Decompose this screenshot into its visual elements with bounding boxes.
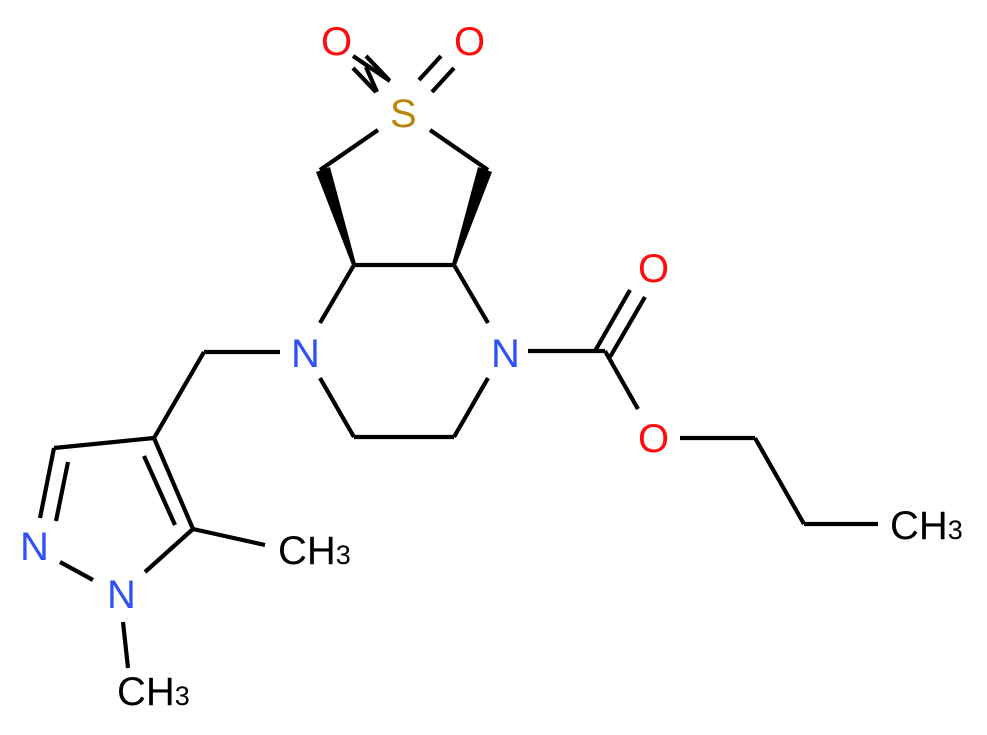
bond-c4-c3 bbox=[53, 435, 155, 451]
atom-o-sulfonyl-right: O bbox=[454, 20, 485, 64]
wedge-bond-left bbox=[316, 167, 356, 265]
bond-s-o-right-a bbox=[417, 54, 443, 82]
bond-c5-n1 bbox=[143, 527, 195, 574]
bond-ch2-ch2-propyl bbox=[753, 436, 806, 526]
atom-n-ring-left: N bbox=[291, 332, 320, 376]
atom-o-ester: O bbox=[638, 417, 669, 461]
bond-c-n-right bbox=[452, 263, 490, 325]
atom-o-sulfonyl-left: O bbox=[321, 20, 352, 64]
bond-s-o-left-b bbox=[351, 66, 378, 94]
atom-ch3-n1: CH3 bbox=[117, 670, 190, 714]
bond-s-o-left-a bbox=[364, 54, 391, 82]
bond-c-o-single bbox=[603, 349, 640, 411]
atom-n-pyrazole-1: N bbox=[107, 573, 136, 617]
atom-n-ring-right: N bbox=[491, 332, 520, 376]
bond-c4-c5-b bbox=[142, 455, 177, 526]
bond-c3-n2-a bbox=[37, 447, 57, 519]
atom-ch3-propyl: CH3 bbox=[890, 504, 963, 548]
atom-n-pyrazole-2: N bbox=[20, 525, 49, 569]
bond-n1-ch3 bbox=[120, 621, 131, 669]
atom-o-carbonyl: O bbox=[638, 247, 669, 291]
bond-c3-n2-b bbox=[53, 461, 71, 522]
bond-s-ch2-left bbox=[318, 128, 380, 172]
wedge-bond-right bbox=[452, 167, 492, 265]
bond-n-ch2-right bbox=[452, 376, 490, 439]
atom-s-sulfone: S bbox=[390, 92, 417, 136]
bond-n-ch2-left bbox=[318, 376, 356, 439]
bond-s-ch2-right bbox=[428, 128, 490, 172]
bond-c4-c5-a bbox=[152, 437, 195, 530]
bond-n2-n1 bbox=[58, 560, 95, 582]
bond-c-n-left bbox=[318, 263, 356, 325]
bond-s-o-right-b bbox=[430, 66, 456, 94]
bond-c5-ch3 bbox=[192, 526, 266, 548]
bond-c-o-double-b bbox=[608, 295, 647, 359]
bond-ch2-pyrazole bbox=[152, 350, 206, 440]
bond-c-o-double-a bbox=[593, 288, 632, 353]
atom-ch3-c5: CH3 bbox=[278, 529, 351, 573]
